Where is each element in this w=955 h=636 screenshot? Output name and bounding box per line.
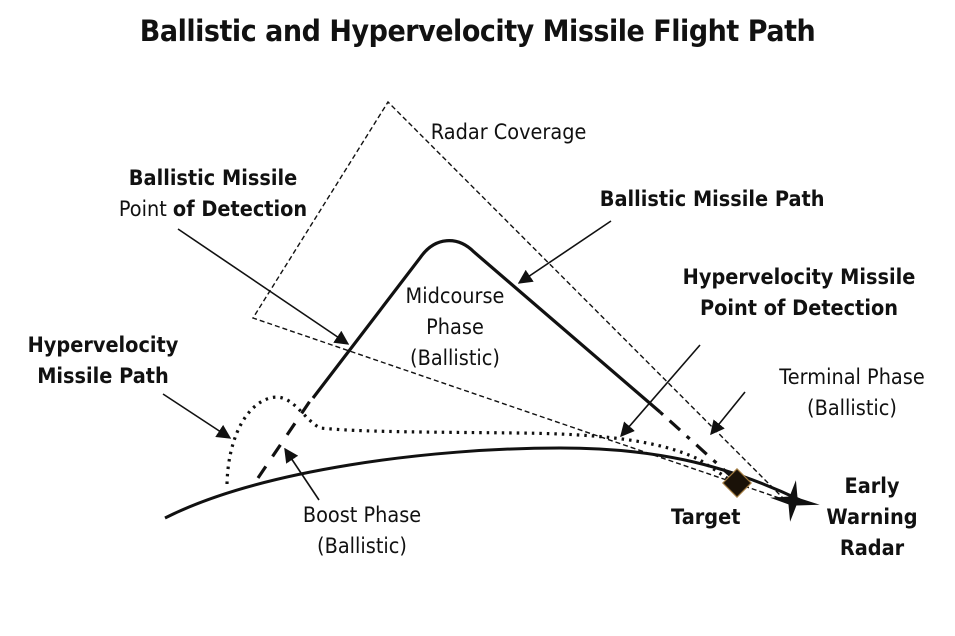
- label-ballistic-detection: Ballistic Missile Point of Detection: [89, 163, 337, 225]
- label-radar-coverage: Radar Coverage: [430, 120, 587, 144]
- label-ballistic-detection-line2b: of Detection: [172, 197, 308, 221]
- boost-phase-path: [256, 397, 314, 479]
- label-radar-line2: Warning: [826, 505, 918, 529]
- diagram-title: Ballistic and Hypervelocity Missile Flig…: [139, 14, 816, 48]
- label-midcourse-phase: Midcourse Phase (Ballistic): [391, 281, 520, 374]
- label-terminal-phase: Terminal Phase (Ballistic): [760, 362, 944, 424]
- label-hyper-path: Hypervelocity Missile Path: [16, 330, 191, 392]
- label-ballistic-detection-line2a: Point: [118, 197, 173, 221]
- label-radar-line1: Early: [844, 474, 900, 498]
- arrow-hyper-detection: [620, 344, 701, 438]
- label-boost-line1: Boost Phase: [302, 503, 422, 527]
- label-ballistic-detection-line1: Ballistic Missile: [128, 166, 298, 190]
- label-midcourse-line1: Midcourse: [405, 284, 505, 308]
- label-hyper-detection-line2: Point of Detection: [699, 296, 899, 320]
- label-target: Target: [671, 505, 741, 529]
- label-boost-line2: (Ballistic): [317, 534, 407, 558]
- label-terminal-line2: (Ballistic): [807, 396, 897, 420]
- label-hyper-detection: Hypervelocity Missile Point of Detection: [675, 262, 923, 324]
- radar-star-icon: [770, 480, 820, 522]
- target-icon: [722, 468, 752, 498]
- arrow-ballistic-path: [517, 220, 612, 284]
- arrow-terminal-phase: [710, 391, 746, 436]
- label-midcourse-line3: (Ballistic): [410, 346, 500, 370]
- label-hyper-path-line2: Missile Path: [37, 364, 169, 388]
- label-early-warning-radar: Early Warning Radar: [817, 471, 927, 564]
- label-ballistic-path: Ballistic Missile Path: [599, 187, 825, 211]
- label-terminal-line1: Terminal Phase: [779, 365, 925, 389]
- arrow-hyper-path: [162, 393, 232, 439]
- earth-surface-curve: [164, 446, 801, 520]
- label-boost-phase: Boost Phase (Ballistic): [288, 500, 435, 562]
- arrow-ballistic-detection: [177, 228, 350, 345]
- arrow-boost-phase: [284, 447, 320, 501]
- label-hyper-path-line1: Hypervelocity: [27, 333, 179, 357]
- hypervelocity-missile-path: [225, 395, 731, 485]
- label-ballistic-detection-line2: Point of Detection: [89, 194, 337, 225]
- label-radar-line3: Radar: [839, 536, 905, 560]
- terminal-phase-path: [658, 410, 735, 480]
- label-hyper-detection-line1: Hypervelocity Missile: [682, 265, 916, 289]
- radar-coverage-outline: [251, 100, 786, 501]
- ballistic-missile-path: [311, 239, 662, 414]
- label-midcourse-line2: Phase: [426, 315, 484, 339]
